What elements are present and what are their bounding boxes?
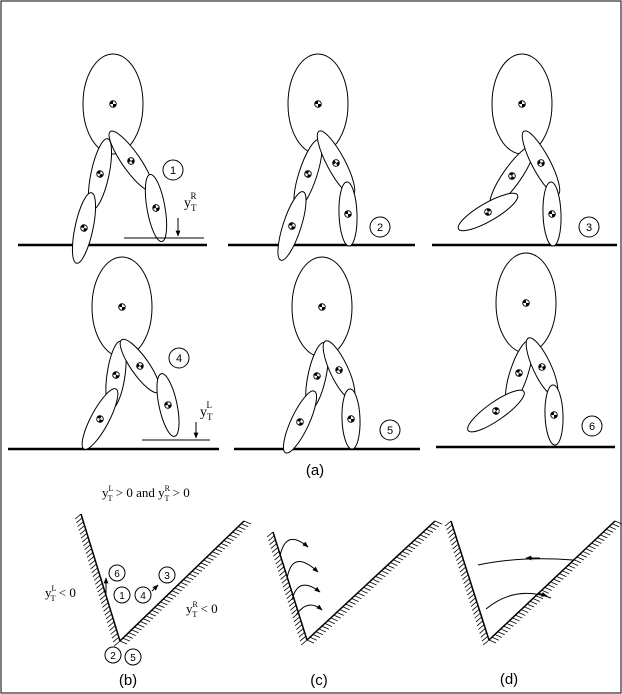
- wall-right-c: [306, 520, 443, 644]
- marker-3-label: 3: [164, 571, 170, 582]
- wall-left-c: [266, 531, 308, 646]
- walker-1: yTR 1: [18, 53, 207, 264]
- height-label-right: yTR: [184, 191, 197, 213]
- trajectory-hop: [279, 538, 309, 557]
- phase-label-5: 5: [387, 425, 393, 437]
- marker-2: [104, 646, 122, 664]
- panel-d: (d): [444, 520, 622, 688]
- wall-left-d: [444, 520, 490, 646]
- caption-d: (d): [500, 671, 518, 688]
- trajectory-hop: [286, 561, 319, 580]
- marker-1-label: 1: [119, 591, 125, 602]
- caption-c: (c): [310, 672, 328, 689]
- trajectory-arc: [485, 592, 552, 610]
- walker-6: 6: [436, 252, 615, 449]
- walker-4: yTL 4: [8, 256, 219, 451]
- phase-label-2: 2: [377, 222, 383, 234]
- trajectory-hop: [291, 584, 321, 601]
- trajectory-arc: [477, 558, 574, 566]
- trajectory-arrow: [537, 592, 548, 597]
- marker-3: [158, 566, 176, 584]
- caption-b: (b): [119, 672, 137, 689]
- phase-label-3: 3: [586, 222, 592, 234]
- wall-left-b: [74, 513, 121, 647]
- marker-4-label: 4: [140, 591, 146, 602]
- phase-label-1: 1: [170, 165, 176, 177]
- marker-5-label: 5: [130, 653, 136, 664]
- trajectory-hop: [295, 604, 323, 616]
- marker-6: [108, 564, 126, 582]
- marker-6-label: 6: [114, 569, 120, 580]
- phase-label-6: 6: [589, 421, 595, 433]
- marker-1: [113, 586, 131, 604]
- marker-4: [134, 586, 152, 604]
- phase-marker-4: [168, 347, 190, 369]
- panel-c: (c): [266, 520, 443, 689]
- trajectory-arrow: [151, 584, 159, 592]
- caption-a: (a): [306, 462, 324, 479]
- walker-5: 5: [234, 256, 420, 454]
- wall-right-d: [488, 520, 622, 644]
- height-label-left: yTL: [200, 400, 213, 422]
- phase-label-4: 4: [176, 353, 182, 365]
- phase-marker-3: [578, 216, 600, 238]
- phase-marker-2: [369, 216, 391, 238]
- phase-marker-5: [379, 419, 401, 441]
- walker-3: 3: [432, 53, 617, 247]
- wall-right-b: [119, 520, 252, 645]
- phase-marker-1: [162, 159, 184, 181]
- phase-marker-6: [581, 415, 603, 437]
- walker-2: 2: [228, 53, 415, 261]
- marker-2-label: 2: [110, 651, 116, 662]
- marker-5: [124, 648, 142, 666]
